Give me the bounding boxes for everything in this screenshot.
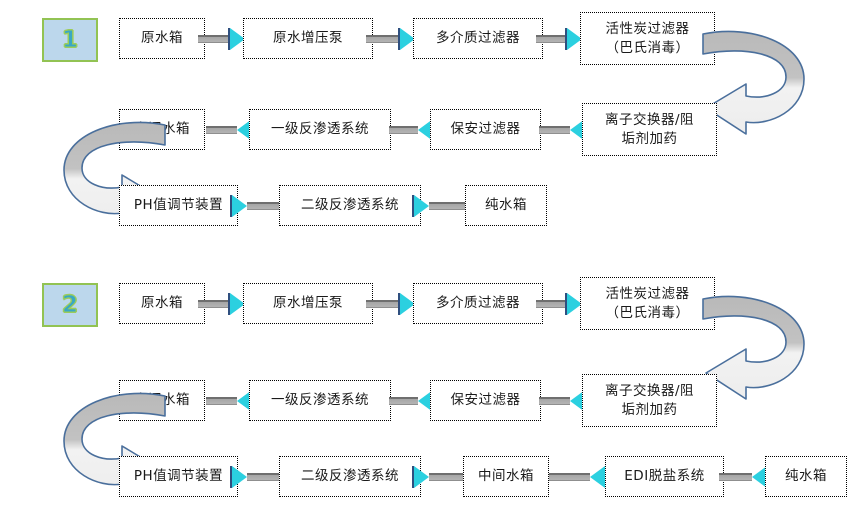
arrow-head-right-icon bbox=[565, 28, 582, 50]
node-multimedia-filter[interactable]: 多介质过滤器 bbox=[413, 283, 543, 324]
connector-bar bbox=[536, 35, 567, 43]
connector-bar bbox=[206, 126, 237, 134]
node-activated-carbon-filter[interactable]: 活性炭过滤器 （巴氏消毒） bbox=[580, 277, 715, 330]
connector-bar bbox=[198, 300, 230, 308]
arrow-head-right-icon bbox=[228, 293, 245, 315]
connector-arrow bbox=[389, 119, 435, 141]
connector-bar bbox=[719, 473, 752, 481]
node-ro-system-stage-1[interactable]: 一级反渗透系统 bbox=[249, 109, 391, 150]
connector-bar bbox=[247, 473, 282, 481]
arrow-head-right-icon bbox=[230, 195, 247, 217]
connector-arrow bbox=[206, 390, 254, 412]
arrow-head-right-icon bbox=[398, 293, 415, 315]
connector-arrow bbox=[539, 390, 587, 412]
node-security-filter[interactable]: 保安过滤器 bbox=[430, 109, 541, 150]
node-ion-exchanger-antiscalant[interactable]: 离子交换器/阻 垢剂加药 bbox=[582, 374, 717, 427]
arrow-head-right-icon bbox=[412, 466, 429, 488]
node-raw-water-tank[interactable]: 原水箱 bbox=[119, 283, 205, 324]
connector-arrow bbox=[366, 28, 415, 50]
node-raw-water-booster-pump[interactable]: 原水增压泵 bbox=[243, 283, 373, 324]
connector-arrow bbox=[719, 466, 769, 488]
connector-arrow bbox=[389, 390, 435, 412]
connector-arrow bbox=[366, 293, 415, 315]
connector-bar bbox=[389, 126, 418, 134]
connector-arrow bbox=[198, 293, 245, 315]
section-badge-1: 1 bbox=[42, 18, 98, 62]
node-intermediate-water-tank[interactable]: 中间水箱 bbox=[463, 456, 549, 497]
connector-bar bbox=[389, 397, 418, 405]
node-pure-water-tank[interactable]: 纯水箱 bbox=[465, 185, 547, 226]
uturn-arrow-right-icon bbox=[700, 22, 830, 144]
connector-bar bbox=[366, 35, 400, 43]
section-badge-2: 2 bbox=[42, 283, 98, 327]
connector-bar bbox=[539, 126, 570, 134]
connector-arrow bbox=[549, 466, 607, 488]
section-badge-label: 1 bbox=[61, 26, 78, 53]
connector-arrow bbox=[206, 119, 254, 141]
node-edi-desalination-system[interactable]: EDI脱盐系统 bbox=[605, 456, 724, 497]
connector-arrow bbox=[536, 28, 582, 50]
node-ro-system-stage-1[interactable]: 一级反渗透系统 bbox=[249, 380, 391, 421]
arrow-head-left-icon bbox=[590, 466, 607, 488]
node-ph-adjustment-device[interactable]: PH值调节装置 bbox=[119, 456, 238, 497]
section-badge-label: 2 bbox=[61, 291, 78, 318]
node-activated-carbon-filter[interactable]: 活性炭过滤器 （巴氏消毒） bbox=[580, 12, 715, 65]
node-pure-water-tank[interactable]: 纯水箱 bbox=[765, 456, 847, 497]
arrow-head-right-icon bbox=[230, 466, 247, 488]
connector-bar bbox=[549, 473, 590, 481]
connector-arrow bbox=[539, 119, 587, 141]
node-ph-adjustment-device[interactable]: PH值调节装置 bbox=[119, 185, 238, 226]
node-security-filter[interactable]: 保安过滤器 bbox=[430, 380, 541, 421]
connector-bar bbox=[206, 397, 237, 405]
connector-bar bbox=[429, 202, 468, 210]
node-ro-system-stage-2[interactable]: 二级反渗透系统 bbox=[279, 185, 421, 226]
node-raw-water-tank[interactable]: 原水箱 bbox=[119, 18, 205, 59]
connector-bar bbox=[429, 473, 466, 481]
node-ion-exchanger-antiscalant[interactable]: 离子交换器/阻 垢剂加药 bbox=[582, 103, 717, 156]
node-multimedia-filter[interactable]: 多介质过滤器 bbox=[413, 18, 543, 59]
connector-bar bbox=[536, 300, 567, 308]
connector-arrow bbox=[412, 466, 466, 488]
arrow-head-right-icon bbox=[228, 28, 245, 50]
connector-bar bbox=[366, 300, 400, 308]
connector-arrow bbox=[412, 195, 468, 217]
connector-bar bbox=[247, 202, 282, 210]
uturn-arrow-right-icon bbox=[700, 287, 830, 409]
node-ro-system-stage-2[interactable]: 二级反渗透系统 bbox=[279, 456, 421, 497]
connector-arrow bbox=[536, 293, 582, 315]
connector-arrow bbox=[230, 195, 282, 217]
arrow-head-right-icon bbox=[398, 28, 415, 50]
node-raw-water-booster-pump[interactable]: 原水增压泵 bbox=[243, 18, 373, 59]
connector-bar bbox=[539, 397, 570, 405]
connector-bar bbox=[198, 35, 230, 43]
arrow-head-right-icon bbox=[412, 195, 429, 217]
connector-arrow bbox=[230, 466, 282, 488]
arrow-head-right-icon bbox=[565, 293, 582, 315]
connector-arrow bbox=[198, 28, 245, 50]
